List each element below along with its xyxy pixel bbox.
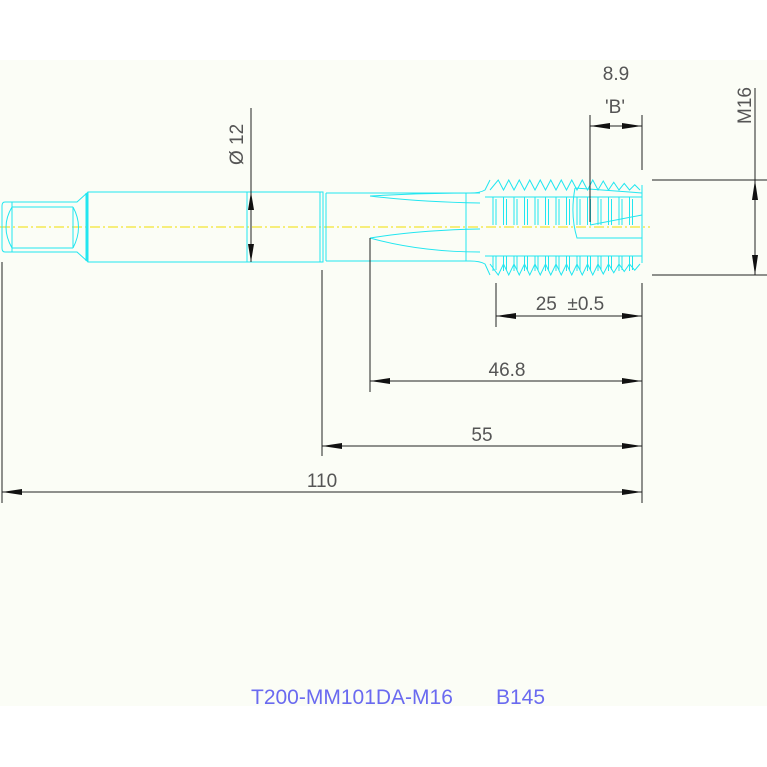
dimension-overall-length: 110	[1, 262, 642, 503]
chamfer-form-label: 'B'	[605, 97, 625, 118]
neck-length-label: 55	[471, 425, 492, 446]
thread-line	[489, 262, 641, 277]
dimension-thread-size: M16	[652, 87, 767, 276]
dimension-neck-length: 55	[321, 270, 642, 456]
dimension-shank-diameter: Ø 12	[227, 108, 254, 262]
chamfer	[572, 185, 643, 263]
overall-length-label: 110	[307, 471, 337, 492]
dimension-thread-length: 25 ±0.5	[495, 283, 643, 503]
neck-and-flutes	[325, 179, 491, 276]
square-drive	[1, 191, 88, 263]
shank	[85, 191, 324, 263]
chamfer-length-label: 8.9	[603, 64, 629, 85]
flute-length-label: 46.8	[489, 360, 526, 381]
thread-line	[489, 178, 641, 192]
thread-size-label: M16	[735, 87, 756, 124]
part-number: T200-MM101DA-M16	[251, 686, 453, 709]
thread-length-label: 25 ±0.5	[536, 294, 605, 315]
threaded-section	[485, 178, 642, 277]
shank-diameter-label: Ø 12	[227, 124, 248, 165]
dimension-flute-length: 46.8	[369, 238, 642, 392]
dimension-chamfer: 8.9 'B'	[589, 64, 643, 222]
part-code: B145	[496, 686, 545, 709]
